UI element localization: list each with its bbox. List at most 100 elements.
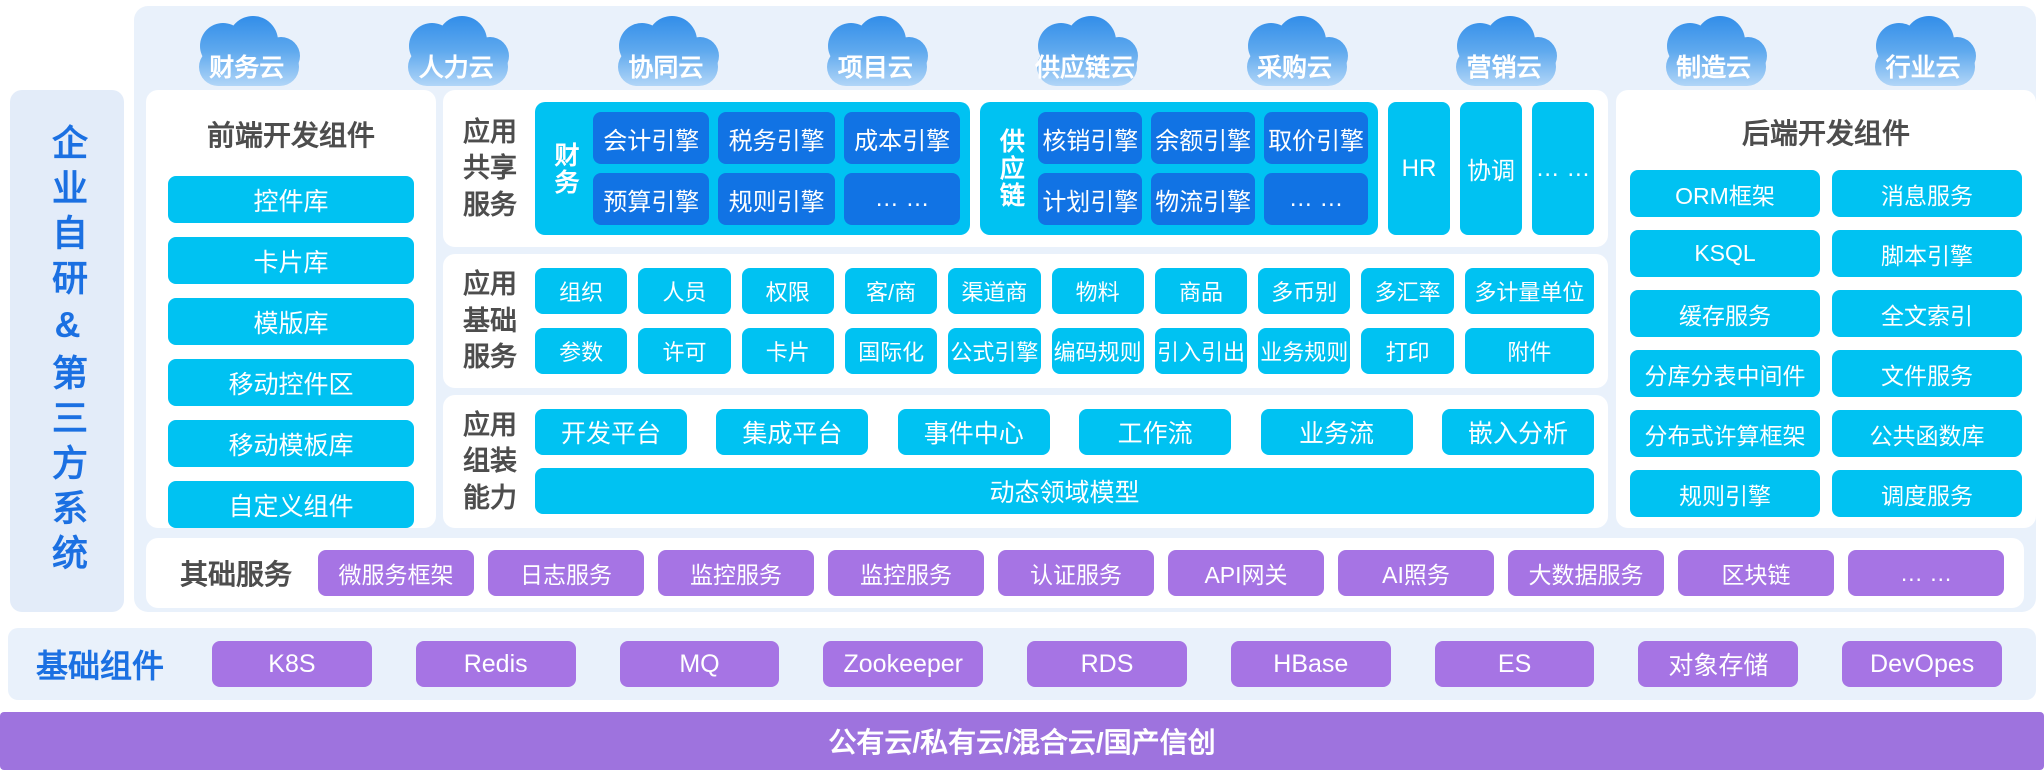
engine-tile: 预算引擎: [593, 173, 710, 225]
assembly-tile: 工作流: [1079, 409, 1232, 455]
cloud-finance: 财务云: [180, 14, 314, 88]
backend-panel-title: 后端开发组件: [1741, 118, 1910, 149]
backend-item: 文件服务: [1832, 350, 2022, 397]
cloud-icon: [1246, 16, 1348, 86]
engine-tile: 计划引擎: [1038, 173, 1143, 225]
engine-tile: 税务引擎: [718, 112, 835, 164]
assembly-tile: 嵌入分析: [1441, 409, 1594, 455]
finance-group: 财务 会计引擎 税务引擎 成本引擎 预算引擎 规则引擎 … …: [535, 102, 971, 235]
assembly-tile: 事件中心: [897, 409, 1050, 455]
base-service-tile: 引入引出: [1154, 328, 1248, 374]
base-component-tile: K8S: [212, 641, 372, 687]
deployment-bar: 公有云/私有云/混合云/国产信创: [0, 712, 2044, 770]
shared-services-panel: 应用共享服务 财务 会计引擎 税务引擎 成本引擎 预算引擎 规则引擎 … …: [443, 90, 1608, 247]
frontend-item: 移动控件区: [168, 359, 414, 406]
cloud-icon: [198, 16, 300, 86]
base-component-tile: Zookeeper: [823, 641, 984, 687]
cloud-label: 协同云: [628, 54, 704, 82]
cloud-icon: [1456, 16, 1558, 86]
app-base-services-label: 应用基础服务: [463, 269, 517, 373]
engine-tile-more: … …: [1264, 173, 1368, 225]
frontend-components-panel: 前端开发组件 控件库 卡片库 模版库 移动控件区 移动模板库 自定义组件: [146, 90, 436, 528]
cloud-label: 供应链云: [1034, 54, 1135, 82]
assembly-row: 开发平台 集成平台 事件中心 工作流 业务流 嵌入分析: [535, 409, 1594, 455]
foundation-service-tile: AI照务: [1338, 550, 1495, 596]
shared-services-groups: 财务 会计引擎 税务引擎 成本引擎 预算引擎 规则引擎 … … 供应链: [535, 102, 1594, 235]
base-service-tile: 编码规则: [1051, 328, 1144, 374]
cloud-row: 财务云 人力云 协同云 项目云 供应链云 采购云: [142, 11, 2028, 91]
frontend-item: 自定义组件: [168, 481, 414, 528]
backend-item: 全文索引: [1832, 290, 2022, 337]
base-component-tile: 对象存储: [1638, 641, 1799, 687]
backend-item: 分布式许算框架: [1630, 410, 1820, 457]
base-service-tile: 打印: [1361, 328, 1454, 374]
base-service-tile: 人员: [638, 268, 731, 314]
foundation-service-tile: 区块链: [1678, 550, 1835, 596]
base-component-tile: HBase: [1230, 641, 1391, 687]
engine-tile: 核销引擎: [1038, 112, 1143, 164]
assembly-content: 开发平台 集成平台 事件中心 工作流 业务流 嵌入分析 动态领域模型: [535, 409, 1594, 514]
base-service-tile: 客/商: [844, 268, 938, 314]
base-service-tile: 权限: [741, 268, 834, 314]
base-components-items: K8S Redis MQ Zookeeper RDS HBase ES 对象存储…: [212, 641, 2003, 687]
foundation-services-label: 其础服务: [180, 559, 293, 590]
more-tile: … …: [1532, 102, 1594, 235]
foundation-service-tile: API网关: [1168, 550, 1325, 596]
foundation-service-tile: … …: [1848, 550, 2005, 596]
cloud-label: 采购云: [1256, 54, 1332, 82]
assembly-panel: 应用组装能力 开发平台 集成平台 事件中心 工作流 业务流 嵌入分析 动态领域模…: [443, 395, 1608, 528]
base-service-tile: 组织: [535, 268, 628, 314]
cloud-hr: 人力云: [389, 14, 523, 88]
foundation-service-tile: 监控服务: [658, 550, 815, 596]
base-component-tile: DevOpes: [1842, 641, 2003, 687]
backend-item: 分库分表中间件: [1630, 350, 1820, 397]
frontend-items: 控件库 卡片库 模版库 移动控件区 移动模板库 自定义组件: [168, 176, 414, 528]
base-service-tile: 多汇率: [1361, 268, 1454, 314]
base-service-tile: 渠道商: [948, 268, 1041, 314]
foundation-service-tile: 大数据服务: [1508, 550, 1665, 596]
cloud-label: 人力云: [418, 54, 494, 82]
cloud-manufacturing: 制造云: [1647, 14, 1781, 88]
base-service-tile: 参数: [535, 328, 628, 374]
backend-components-panel: 后端开发组件 ORM框架 消息服务 KSQL 脚本引擎 缓存服务 全文索引 分库…: [1616, 90, 2036, 528]
cloud-industry: 行业云: [1856, 14, 1990, 88]
supply-chain-group-label: 供应链: [996, 128, 1025, 209]
assembly-tile: 开发平台: [535, 409, 687, 455]
assembly-tile: 业务流: [1260, 409, 1413, 455]
cloud-icon: [1875, 16, 1977, 86]
base-service-tile: 卡片: [741, 328, 834, 374]
cloud-label: 财务云: [209, 54, 285, 82]
base-service-tile: 附件: [1464, 328, 1594, 374]
cloud-collab: 协同云: [599, 14, 733, 88]
base-component-tile: MQ: [619, 641, 780, 687]
backend-item: 公共函数库: [1832, 410, 2022, 457]
engine-tile: 余额引擎: [1151, 112, 1256, 164]
base-components-label: 基础组件: [36, 648, 165, 684]
base-service-tile: 物料: [1051, 268, 1144, 314]
cloud-icon: [1665, 16, 1767, 86]
base-service-tile: 许可: [638, 328, 731, 374]
cloud-label: 制造云: [1676, 54, 1752, 82]
cloud-project: 项目云: [808, 14, 942, 88]
base-components-band: 基础组件 K8S Redis MQ Zookeeper RDS HBase ES…: [8, 628, 2036, 700]
finance-group-grid: 会计引擎 税务引擎 成本引擎 预算引擎 规则引擎 … …: [593, 112, 961, 225]
app-base-services-panel: 应用基础服务 组织 人员 权限 客/商 渠道商 物料 商品 多币别 多汇率 多计…: [443, 254, 1608, 388]
enterprise-side-bar-label: 企业自研&第三方系统: [47, 123, 88, 579]
frontend-item: 卡片库: [168, 237, 414, 284]
backend-item: 规则引擎: [1630, 470, 1820, 517]
supply-chain-group: 供应链 核销引擎 余额引擎 取价引擎 计划引擎 物流引擎 … …: [980, 102, 1378, 235]
base-service-tile: 公式引擎: [948, 328, 1041, 374]
base-service-tile: 多币别: [1258, 268, 1351, 314]
foundation-services-panel: 其础服务 微服务框架 日志服务 监控服务 监控服务 认证服务 API网关 AI照…: [146, 538, 2024, 608]
middle-column: 应用共享服务 财务 会计引擎 税务引擎 成本引擎 预算引擎 规则引擎 … …: [443, 90, 1608, 528]
engine-tile: 会计引擎: [593, 112, 710, 164]
foundation-service-tile: 微服务框架: [318, 550, 475, 596]
cloud-platform-panel: 财务云 人力云 协同云 项目云 供应链云 采购云: [134, 6, 2036, 612]
finance-group-label: 财务: [551, 141, 579, 196]
backend-item: 调度服务: [1832, 470, 2022, 517]
frontend-item: 移动模板库: [168, 420, 414, 467]
enterprise-side-bar: 企业自研&第三方系统: [10, 90, 124, 612]
cloud-marketing: 营销云: [1437, 14, 1571, 88]
app-base-services-grid: 组织 人员 权限 客/商 渠道商 物料 商品 多币别 多汇率 多计量单位 参数 …: [535, 268, 1594, 374]
